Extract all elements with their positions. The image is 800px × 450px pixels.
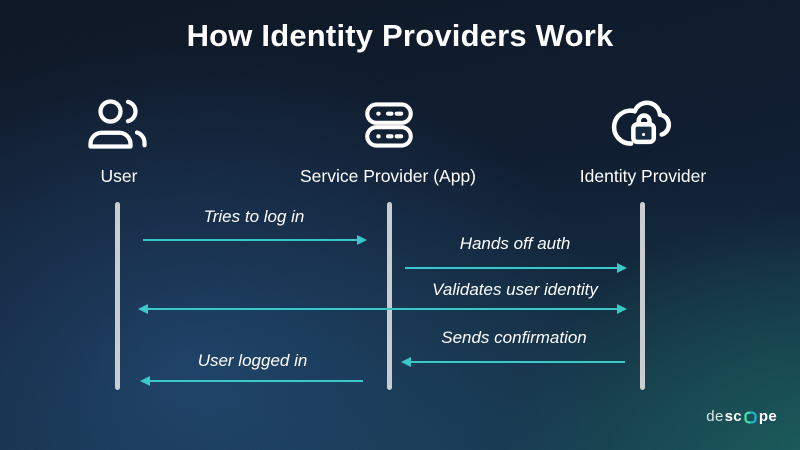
double-arrow-icon [138,304,627,314]
message-label: Tries to log in [203,207,305,226]
actor-label-user: User [100,166,138,186]
message-label: Validates user identity [432,280,598,299]
logo-text-de: de [706,408,724,425]
message-label: Sends confirmation [441,328,587,347]
actor-label-service-provider: Service Provider (App) [299,166,477,186]
server-icon [360,95,418,155]
right-arrow-icon [405,263,627,273]
right-arrow-icon [143,235,367,245]
left-arrow-icon [401,357,625,367]
lifeline-identity-provider [640,202,645,390]
actor-label-identity-provider: Identity Provider [579,166,707,186]
message-label: Hands off auth [459,234,571,253]
lifeline-service-provider [387,202,392,390]
left-arrow-icon [140,376,363,386]
users-icon [87,94,149,154]
lifeline-user [115,202,120,390]
logo-text-pe: pe [758,408,777,425]
cloud-lock-icon [609,92,677,160]
logo-text-sc: sc [724,408,742,425]
message-label: User logged in [197,351,308,370]
descope-o-icon [744,410,757,424]
page-title: How Identity Providers Work [186,18,614,53]
